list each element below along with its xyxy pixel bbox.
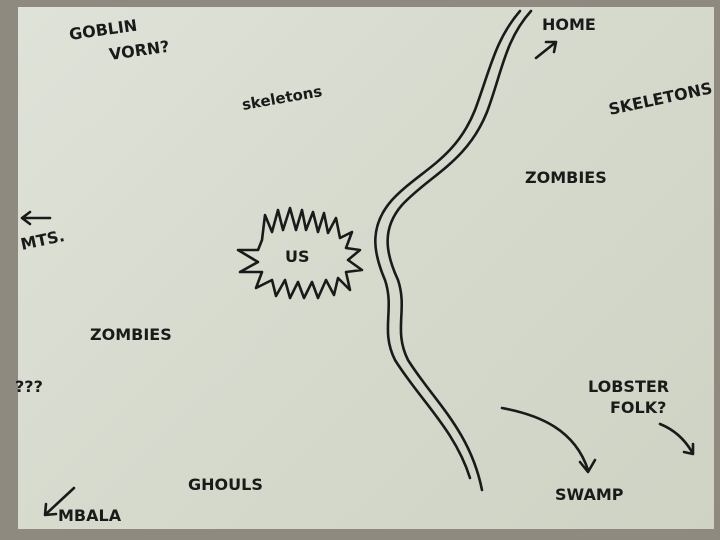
paper-sheet bbox=[18, 7, 714, 529]
swamp-arrow bbox=[500, 406, 597, 474]
lobster-folk-arrow bbox=[658, 422, 695, 456]
label-folk: FOLK? bbox=[610, 398, 666, 417]
label-unknown: ??? bbox=[15, 377, 43, 396]
label-lobster: LOBSTER bbox=[588, 377, 669, 396]
mts-arrow bbox=[20, 210, 52, 226]
label-skeletons-left: skeletons bbox=[241, 82, 324, 114]
us-starburst bbox=[236, 206, 364, 300]
label-skeletons-right: SKELETONS bbox=[607, 78, 714, 118]
home-arrow bbox=[534, 40, 558, 60]
label-vorn: VORN? bbox=[108, 37, 171, 64]
river-left-bank bbox=[374, 9, 522, 480]
river-right-bank bbox=[386, 9, 533, 492]
label-zombies-right: ZOMBIES bbox=[525, 168, 607, 187]
label-ghouls: GHOULS bbox=[188, 475, 263, 494]
label-mbala: MBALA bbox=[58, 506, 122, 525]
label-home: HOME bbox=[542, 15, 596, 34]
label-goblin: GOBLIN bbox=[68, 16, 138, 44]
label-zombies-left: ZOMBIES bbox=[90, 325, 172, 344]
label-mts: MTS. bbox=[19, 226, 66, 254]
mbala-arrow bbox=[43, 486, 76, 517]
label-swamp: SWAMP bbox=[555, 485, 624, 504]
label-us: US bbox=[285, 247, 310, 266]
